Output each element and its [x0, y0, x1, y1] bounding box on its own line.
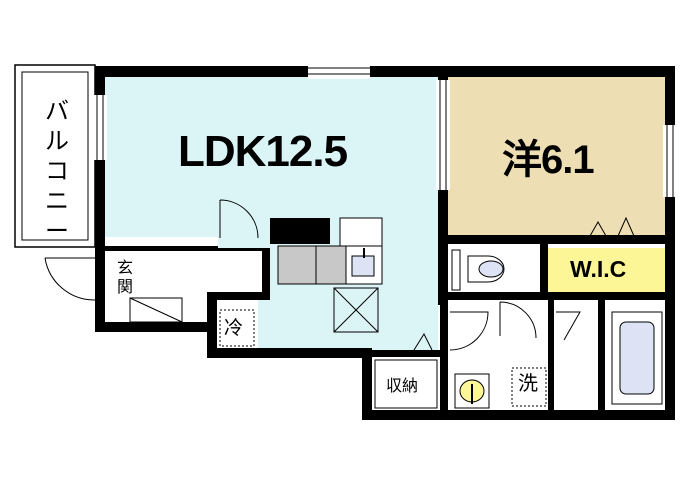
wic-floor [548, 248, 666, 292]
ldk-floor [103, 77, 438, 237]
interior-walls [105, 77, 665, 410]
western-room-floor [448, 77, 668, 235]
storage-closet [374, 359, 438, 409]
fridge-space [219, 309, 255, 347]
windows [93, 64, 677, 197]
storage-label: 収納 [386, 376, 419, 395]
doors [44, 199, 635, 351]
washer-label: 洗 [518, 371, 538, 395]
entrance-label: 玄関 [116, 258, 133, 296]
fridge-label: 冷 [224, 317, 244, 339]
toilet [451, 246, 540, 292]
balcony-outline [14, 64, 96, 248]
balcony-inner [21, 71, 89, 241]
wic-label: W.I.C [570, 256, 627, 282]
bathtub [611, 311, 663, 405]
kitchen [277, 217, 383, 285]
western-room-label: 洋6.1 [502, 138, 595, 182]
washer-space [511, 367, 547, 407]
balcony-label: バルコニー [45, 97, 69, 245]
ceiling-vent [333, 287, 379, 333]
ldk-label: LDK12.5 [178, 127, 348, 176]
washbasin [454, 373, 490, 409]
